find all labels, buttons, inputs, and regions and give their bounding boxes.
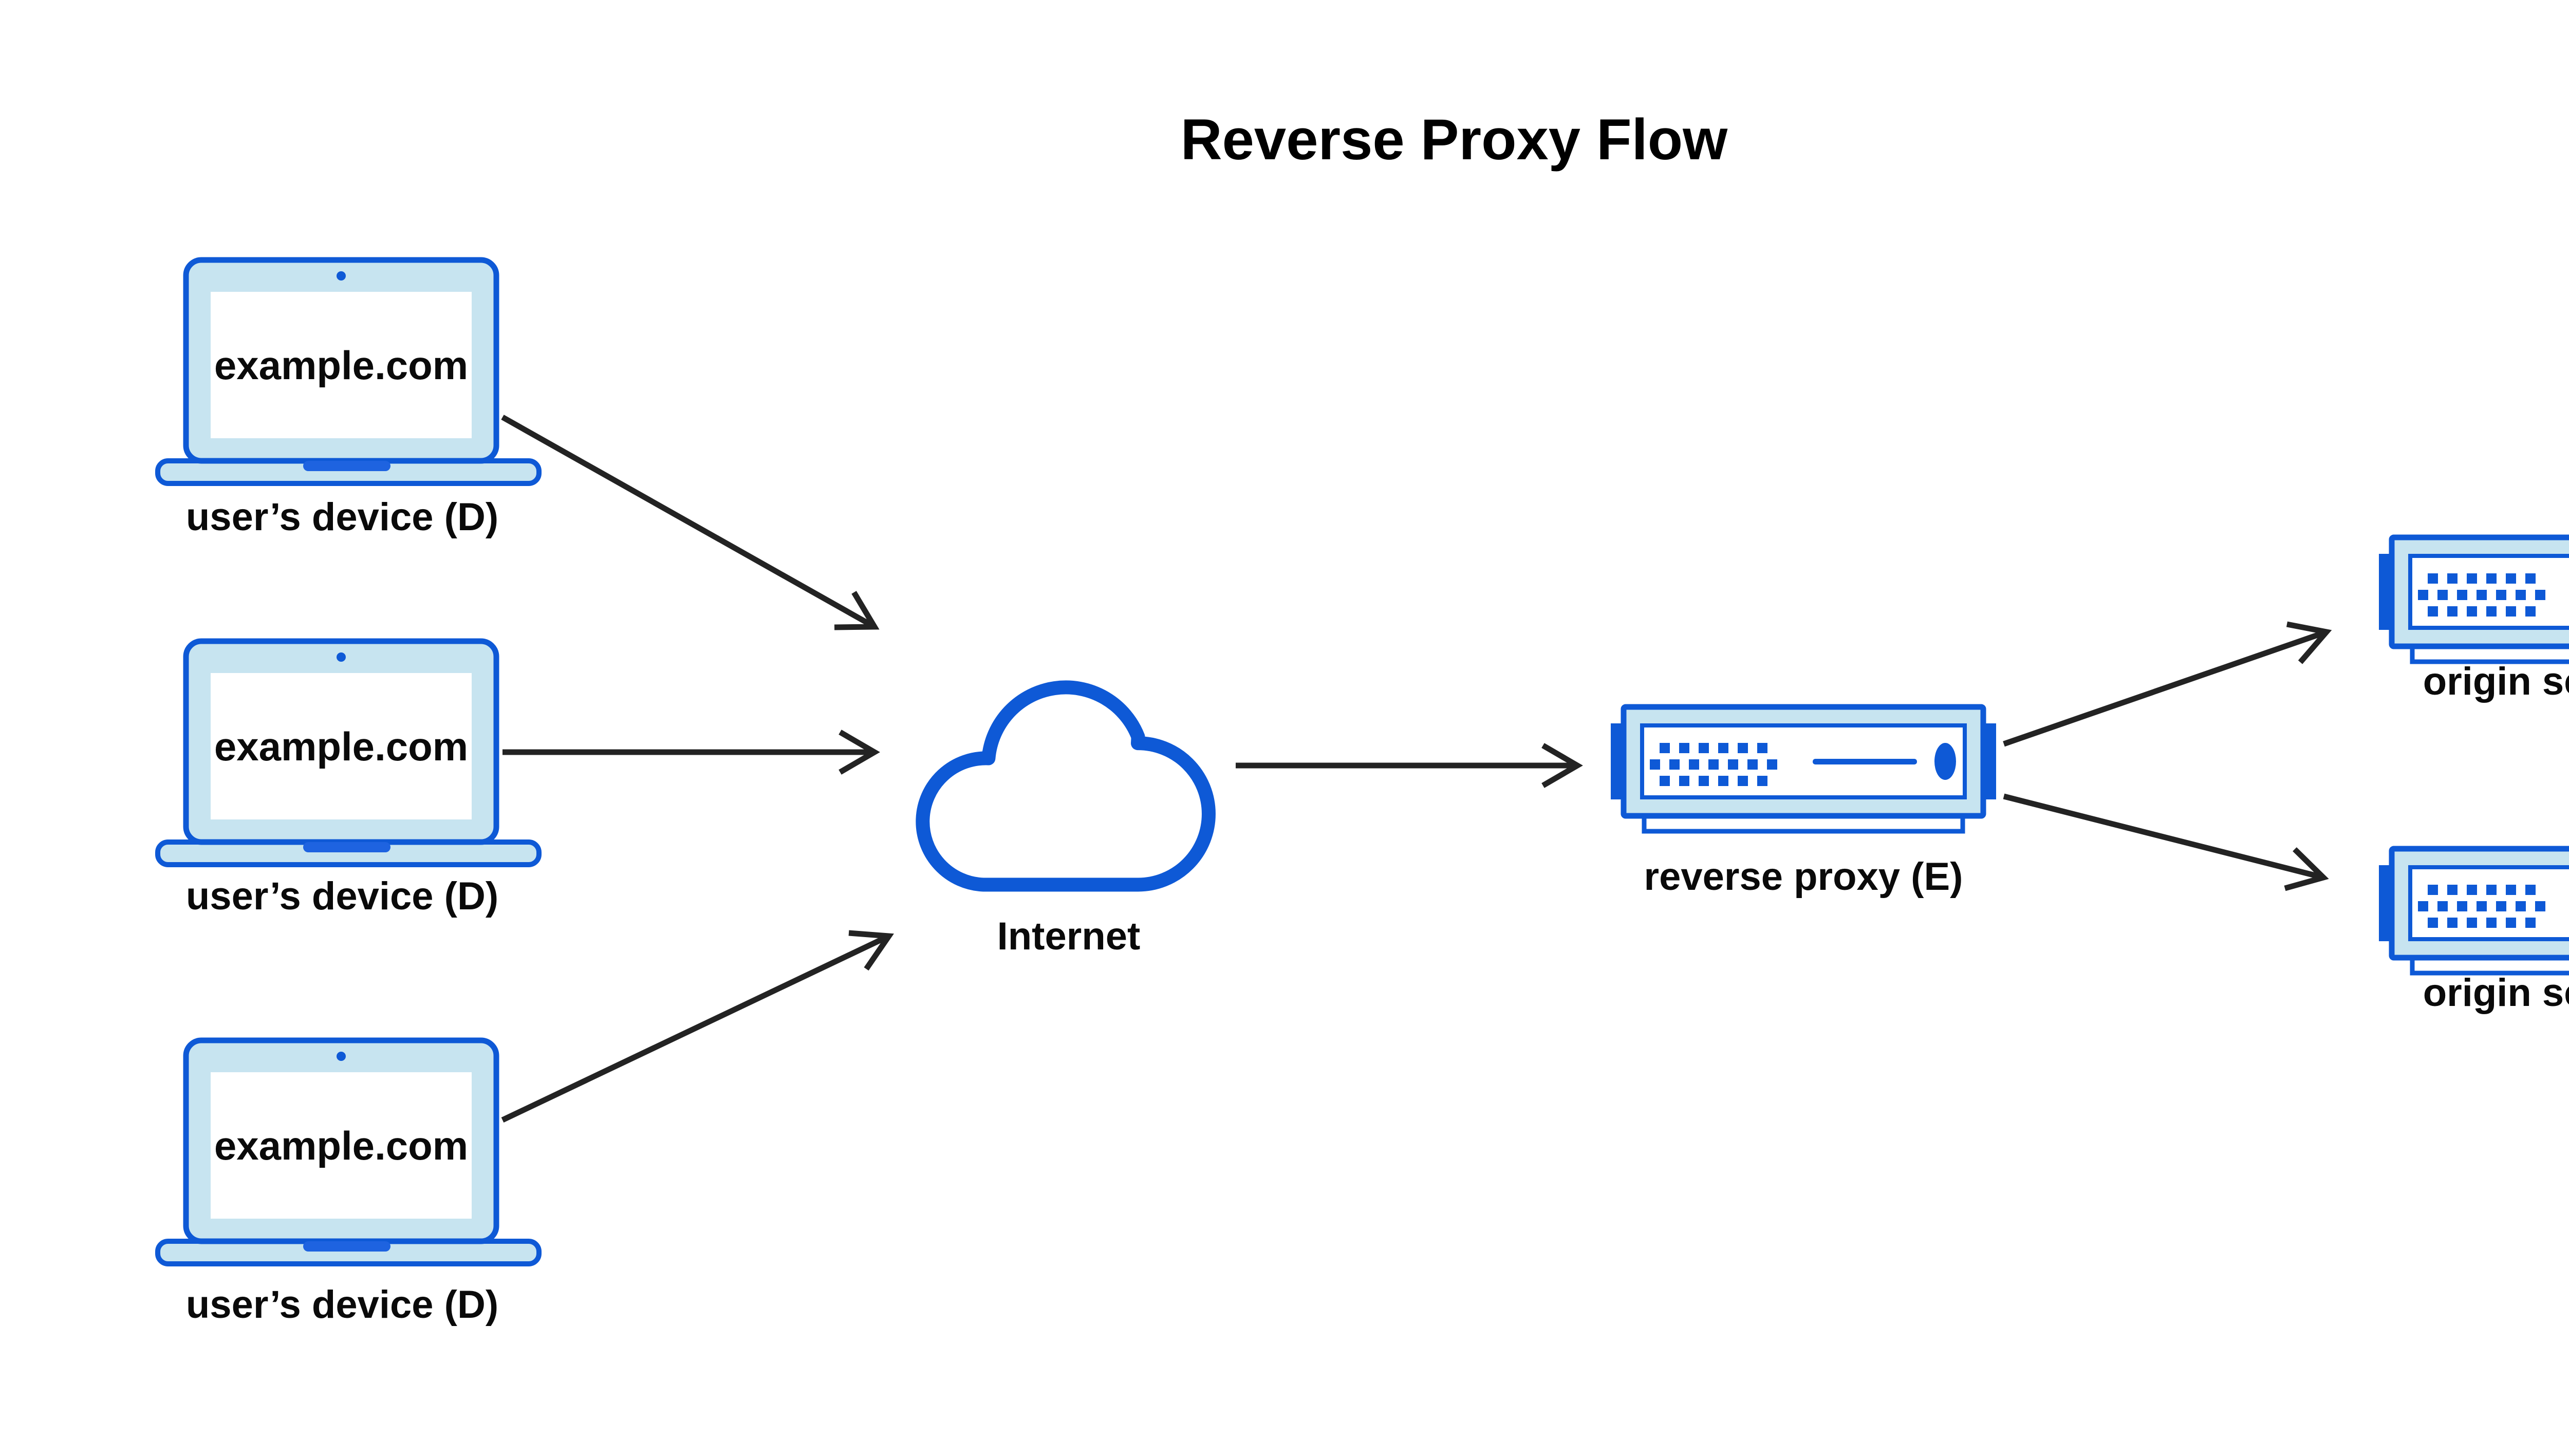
server-icon	[1611, 707, 1996, 831]
diagram-title: Reverse Proxy Flow	[1181, 107, 1728, 172]
internet-label: Internet	[997, 914, 1141, 958]
server-icon	[2379, 849, 2569, 973]
origin-server-1: origin server (F)	[2379, 537, 2569, 703]
device-screen-text: example.com	[214, 1123, 468, 1168]
arrow-internet-to-proxy	[1236, 743, 1583, 788]
internet-node: Internet	[916, 680, 1216, 958]
device-label: user’s device (D)	[186, 495, 498, 539]
reverse-proxy-node: reverse proxy (E)	[1611, 707, 1996, 899]
flow-arrows	[501, 415, 2332, 1123]
arrow-device3-to-internet	[501, 930, 894, 1123]
user-device-1: example.com user’s device (D)	[158, 260, 539, 539]
internet-cloud-icon	[916, 680, 1216, 892]
user-device-3: example.com user’s device (D)	[158, 1040, 539, 1327]
server-icon	[2379, 537, 2569, 662]
reverse-proxy-label: reverse proxy (E)	[1644, 855, 1963, 899]
device-screen-text: example.com	[214, 724, 468, 769]
device-screen-text: example.com	[214, 343, 468, 388]
device-label: user’s device (D)	[186, 874, 498, 918]
user-device-2: example.com user’s device (D)	[158, 641, 539, 918]
arrow-proxy-to-origin1	[2003, 621, 2332, 747]
device-label: user’s device (D)	[186, 1283, 498, 1327]
origin-server-label: origin server (F)	[2423, 660, 2569, 703]
arrow-device1-to-internet	[501, 415, 880, 630]
origin-server-2: origin server (F)	[2379, 849, 2569, 1015]
arrow-device2-to-internet	[502, 730, 880, 775]
origin-server-label: origin server (F)	[2423, 971, 2569, 1015]
arrow-proxy-to-origin2	[2003, 793, 2329, 891]
